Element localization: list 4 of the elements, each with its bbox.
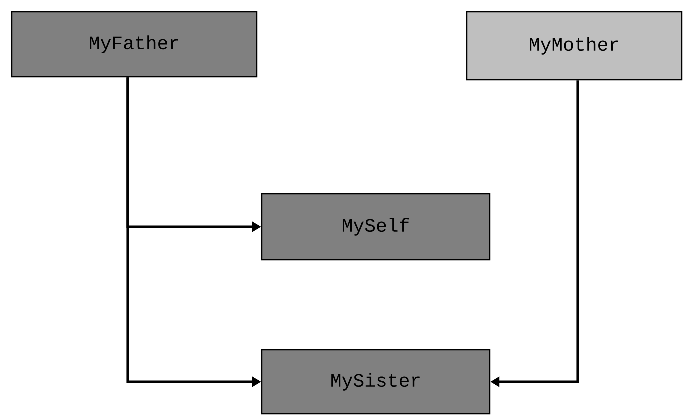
class-box: MySister bbox=[261, 349, 491, 415]
class-box: MyFather bbox=[11, 11, 258, 78]
class-box: MyMother bbox=[466, 11, 683, 81]
class-box: MySelf bbox=[261, 193, 491, 261]
